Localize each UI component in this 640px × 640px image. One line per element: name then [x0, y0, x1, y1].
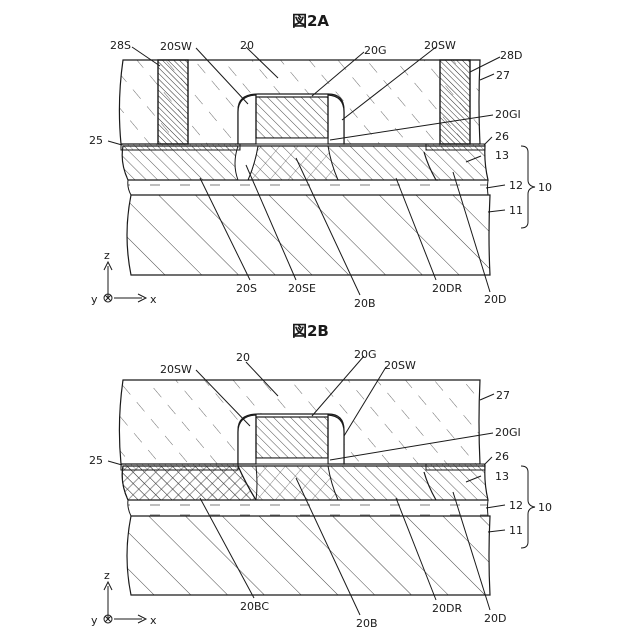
axis-z-label: z [104, 249, 110, 262]
figure-2a: 図2A [89, 12, 552, 310]
figure-2b: 図2B [89, 322, 552, 630]
figure-2a-title: 図2A [292, 12, 329, 30]
label-20dr: 20DR [432, 282, 462, 295]
label-20se: 20SE [288, 282, 316, 295]
label-20: 20 [240, 39, 254, 52]
label-12: 12 [509, 179, 523, 192]
label-20g: 20G [364, 44, 387, 57]
film-26-b [426, 464, 485, 470]
label-20sw-right: 20SW [424, 39, 456, 52]
sidewall-right [328, 95, 344, 144]
body-contact-20bc [122, 466, 256, 500]
label-20g-b: 20G [354, 348, 377, 361]
axis-y-label-b: y [91, 614, 98, 627]
figure-2b-title: 図2B [292, 322, 329, 340]
label-13-b: 13 [495, 470, 509, 483]
film-25-b [121, 464, 238, 470]
label-25-b: 25 [89, 454, 103, 467]
axis-y-label: y [91, 293, 98, 306]
label-20s: 20S [236, 282, 257, 295]
brace-10-b [521, 466, 535, 548]
label-27: 27 [496, 69, 510, 82]
label-20gi-b: 20GI [495, 426, 521, 439]
label-20sw-left-b: 20SW [160, 363, 192, 376]
label-27-b: 27 [496, 389, 510, 402]
sidewall-right-b [328, 415, 344, 464]
gate-20g [256, 97, 328, 138]
axis-z-label-b: z [104, 569, 110, 582]
label-28s: 28S [110, 39, 131, 52]
label-20sw-left: 20SW [160, 40, 192, 53]
axis-x-label-b: x [150, 614, 157, 627]
label-10-b: 10 [538, 501, 552, 514]
body-region-20b-b [256, 466, 338, 500]
label-20-b: 20 [236, 351, 250, 364]
label-11: 11 [509, 204, 523, 217]
box-layer-12 [128, 180, 488, 195]
label-20gi: 20GI [495, 108, 521, 121]
axis-x-label: x [150, 293, 157, 306]
label-20b-b: 20B [356, 617, 378, 630]
label-25: 25 [89, 134, 103, 147]
substrate-11 [127, 195, 490, 275]
label-13: 13 [495, 149, 509, 162]
gate-insulator-20gi [256, 138, 328, 144]
label-20d-b: 20D [484, 612, 506, 625]
label-20b: 20B [354, 297, 376, 310]
substrate-11-b [127, 516, 490, 595]
label-12-b: 12 [509, 499, 523, 512]
brace-10-a [521, 146, 535, 228]
label-20d: 20D [484, 293, 506, 306]
label-28d: 28D [500, 49, 522, 62]
contact-28d [440, 60, 470, 144]
label-10: 10 [538, 181, 552, 194]
label-11-b: 11 [509, 524, 523, 537]
label-20bc: 20BC [240, 600, 269, 613]
gate-20g-b [256, 417, 328, 458]
label-26: 26 [495, 130, 509, 143]
label-26-b: 26 [495, 450, 509, 463]
gate-insulator-20gi-b [256, 458, 328, 464]
label-20dr-b: 20DR [432, 602, 462, 615]
film-26 [426, 144, 485, 150]
label-20sw-right-b: 20SW [384, 359, 416, 372]
contact-28s [158, 60, 188, 144]
body-region-20b [248, 146, 338, 180]
film-25 [121, 144, 240, 150]
